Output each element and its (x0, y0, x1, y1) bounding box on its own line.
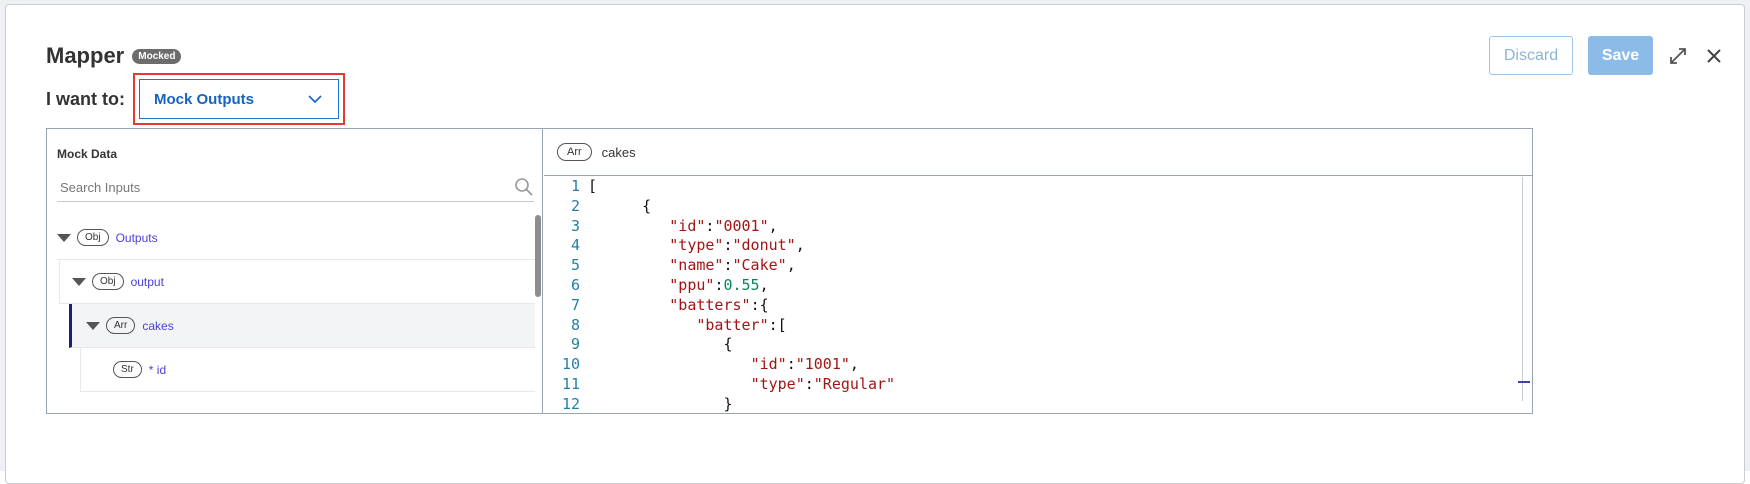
json-editor[interactable]: 1[ 2 { 3 "id":"0001", 4 "type":"donut", … (544, 177, 1523, 413)
expand-icon-svg (1670, 47, 1686, 64)
search-box (57, 173, 534, 202)
code-line: 10 "id":"1001", (544, 355, 1523, 375)
code-line: 8 "batter":[ (544, 316, 1523, 336)
modal-actions: Discard Save (1489, 36, 1725, 75)
modal-header: Mapper Mocked (46, 43, 182, 69)
line-number: 3 (570, 216, 580, 235)
line-number: 12 (561, 394, 580, 413)
save-button[interactable]: Save (1588, 36, 1653, 75)
line-number: 6 (570, 275, 580, 294)
line-number: 8 (570, 315, 580, 334)
code-line: 5 "name":"Cake", (544, 256, 1523, 276)
type-pill: Arr (557, 143, 592, 161)
search-icon[interactable] (514, 177, 534, 197)
search-input[interactable] (57, 179, 477, 195)
tree-row-id[interactable]: Str * id (80, 348, 535, 392)
tree-scrollbar[interactable] (535, 215, 541, 415)
want-row: I want to: Mock Outputs (46, 73, 345, 125)
mock-editor-panel: Arr cakes 1[ 2 { 3 "id":"0001", 4 "type"… (544, 129, 1532, 413)
code-line: 4 "type":"donut", (544, 236, 1523, 256)
tree-row-output[interactable]: Obj output (59, 260, 535, 304)
line-number: 10 (561, 355, 580, 374)
line-number: 1 (570, 177, 580, 195)
tree-node-label: cakes (142, 318, 174, 333)
line-number: 11 (561, 374, 580, 393)
code-line: 12 } (544, 395, 1523, 415)
mapper-panel: Mock Data Obj Outputs Obj output A (46, 128, 1533, 414)
line-number: 9 (570, 335, 580, 354)
editor-header: Arr cakes (544, 129, 1532, 176)
want-label: I want to: (46, 88, 125, 109)
tree-row-outputs[interactable]: Obj Outputs (57, 216, 535, 260)
tree-row-cakes[interactable]: Arr cakes (69, 304, 535, 348)
type-pill: Arr (106, 317, 136, 334)
editor-scroll-marker (1518, 381, 1530, 383)
type-pill: Obj (77, 229, 109, 246)
mocked-badge: Mocked (132, 48, 182, 64)
code-line: 1[ (544, 177, 1523, 197)
caret-down-icon[interactable] (86, 321, 100, 330)
editor-scrollbar[interactable] (1522, 177, 1523, 401)
code-line: 7 "batters":{ (544, 296, 1523, 316)
code-line: 6 "ppu":0.55, (544, 276, 1523, 296)
discard-button[interactable]: Discard (1489, 36, 1573, 75)
mock-data-panel: Mock Data Obj Outputs Obj output A (47, 129, 543, 413)
tree-scrollbar-thumb[interactable] (535, 215, 541, 297)
chevron-down-icon (308, 94, 322, 103)
line-number: 4 (570, 236, 580, 255)
code-line: 3 "id":"0001", (544, 217, 1523, 237)
modal-title: Mapper (46, 43, 125, 68)
tree-node-label: * id (148, 362, 167, 377)
close-icon[interactable] (1703, 45, 1725, 67)
type-pill: Obj (92, 273, 124, 290)
close-icon-svg (1707, 48, 1721, 63)
line-number: 5 (570, 256, 580, 275)
line-number: 2 (570, 196, 580, 215)
tree-node-label: output (130, 274, 164, 289)
tree-node-label: Outputs (115, 230, 158, 245)
mapper-modal: Mapper Mocked Discard Save I want to: Mo… (5, 4, 1745, 484)
code-line: 9 { (544, 335, 1523, 355)
mock-data-title: Mock Data (57, 147, 118, 161)
code-line: 11 "type":"Regular" (544, 375, 1523, 395)
editor-header-label: cakes (601, 144, 636, 160)
expand-icon[interactable] (1667, 45, 1689, 67)
caret-down-icon[interactable] (57, 233, 71, 242)
select-highlight: Mock Outputs (133, 73, 345, 125)
caret-down-icon[interactable] (72, 277, 86, 286)
type-pill: Str (113, 361, 142, 378)
action-select-value: Mock Outputs (154, 90, 254, 108)
line-number: 7 (570, 295, 580, 314)
action-select[interactable]: Mock Outputs (139, 79, 339, 119)
code-line: 2 { (544, 197, 1523, 217)
